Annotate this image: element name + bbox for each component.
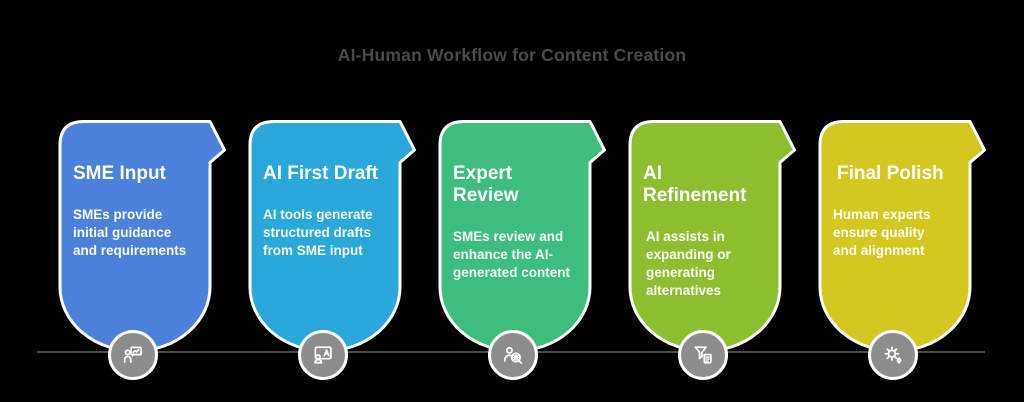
step-label: Expert Review bbox=[453, 163, 519, 206]
diagram-title: AI-Human Workflow for Content Creation bbox=[337, 45, 687, 65]
step-icon-badge-5 bbox=[868, 330, 918, 380]
workflow-step-card-2: AI First Draft AI tools generate structu… bbox=[248, 119, 416, 353]
funnel-document-icon bbox=[694, 346, 712, 364]
step-label: AI Refinement bbox=[643, 163, 747, 206]
step-icon-badge-4 bbox=[678, 330, 728, 380]
workflow-step-card-5: Final Polish Human experts ensure qualit… bbox=[818, 119, 986, 353]
workflow-step-card-1: SME Input SMEs provide initial guidance … bbox=[58, 119, 226, 353]
step-icon-badge-2 bbox=[298, 330, 348, 380]
step-description: AI assists in expanding or generating al… bbox=[646, 228, 731, 298]
step-label: AI First Draft bbox=[263, 163, 379, 184]
step-description: AI tools generate structured drafts from… bbox=[263, 206, 373, 258]
person-magnifier-gear-icon bbox=[504, 346, 523, 364]
screen-letter-a-person-icon bbox=[314, 346, 332, 364]
step-icon-badge-3 bbox=[488, 330, 538, 380]
gear-sparkle-icon bbox=[884, 346, 902, 364]
step-description: SMEs provide initial guidance and requir… bbox=[73, 206, 187, 258]
presenter-speech-bubble-icon bbox=[123, 346, 142, 364]
step-description: SMEs review and enhance the AI-generated… bbox=[453, 228, 571, 280]
step-description: Human experts ensure quality and alignme… bbox=[833, 206, 931, 258]
step-label: SME Input bbox=[73, 163, 166, 184]
step-label: Final Polish bbox=[837, 163, 944, 184]
workflow-step-card-3: Expert Review SMEs review and enhance th… bbox=[438, 119, 606, 353]
step-icon-badge-1 bbox=[108, 330, 158, 380]
workflow-step-card-4: AI Refinement AI assists in expanding or… bbox=[628, 119, 796, 353]
